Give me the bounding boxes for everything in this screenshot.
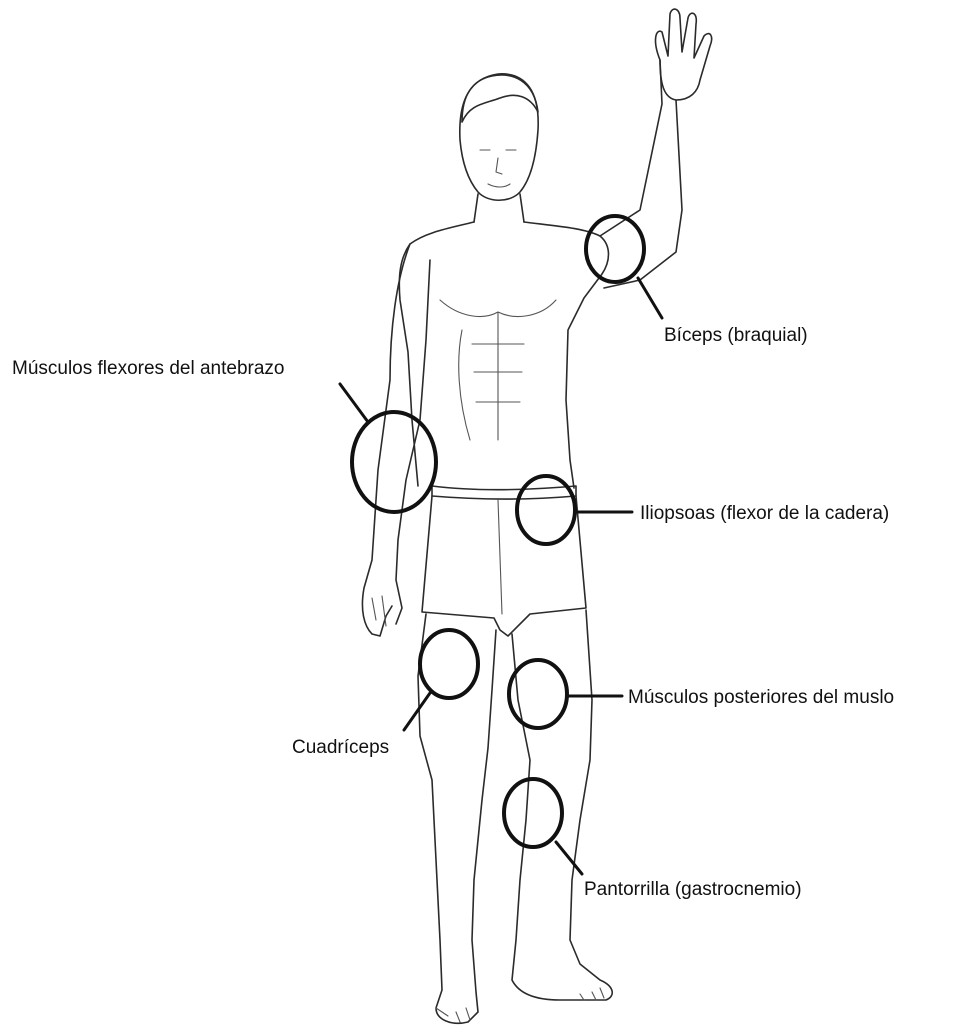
biceps-leader — [638, 278, 662, 318]
quadriceps-label: Cuadríceps — [292, 737, 389, 758]
callout-forearm-flexors: Músculos flexores del antebrazo — [12, 358, 436, 512]
hamstrings-label: Músculos posteriores del muslo — [628, 687, 894, 708]
callout-quadriceps: Cuadríceps — [292, 630, 478, 758]
calf-ring — [504, 779, 562, 847]
callout-hamstrings: Músculos posteriores del muslo — [509, 660, 894, 728]
callout-calf: Pantorrilla (gastrocnemio) — [504, 779, 802, 900]
calf-label: Pantorrilla (gastrocnemio) — [584, 879, 802, 900]
quadriceps-ring — [420, 630, 478, 698]
quadriceps-leader — [404, 693, 430, 730]
forearm-leader — [340, 384, 368, 422]
biceps-label: Bíceps (braquial) — [664, 325, 808, 346]
forearm-label: Músculos flexores del antebrazo — [12, 358, 284, 379]
iliopsoas-label: Iliopsoas (flexor de la cadera) — [640, 503, 889, 524]
iliopsoas-ring — [517, 476, 575, 544]
callout-biceps: Bíceps (braquial) — [586, 216, 808, 346]
forearm-ring — [352, 412, 436, 512]
calf-leader — [556, 842, 582, 874]
